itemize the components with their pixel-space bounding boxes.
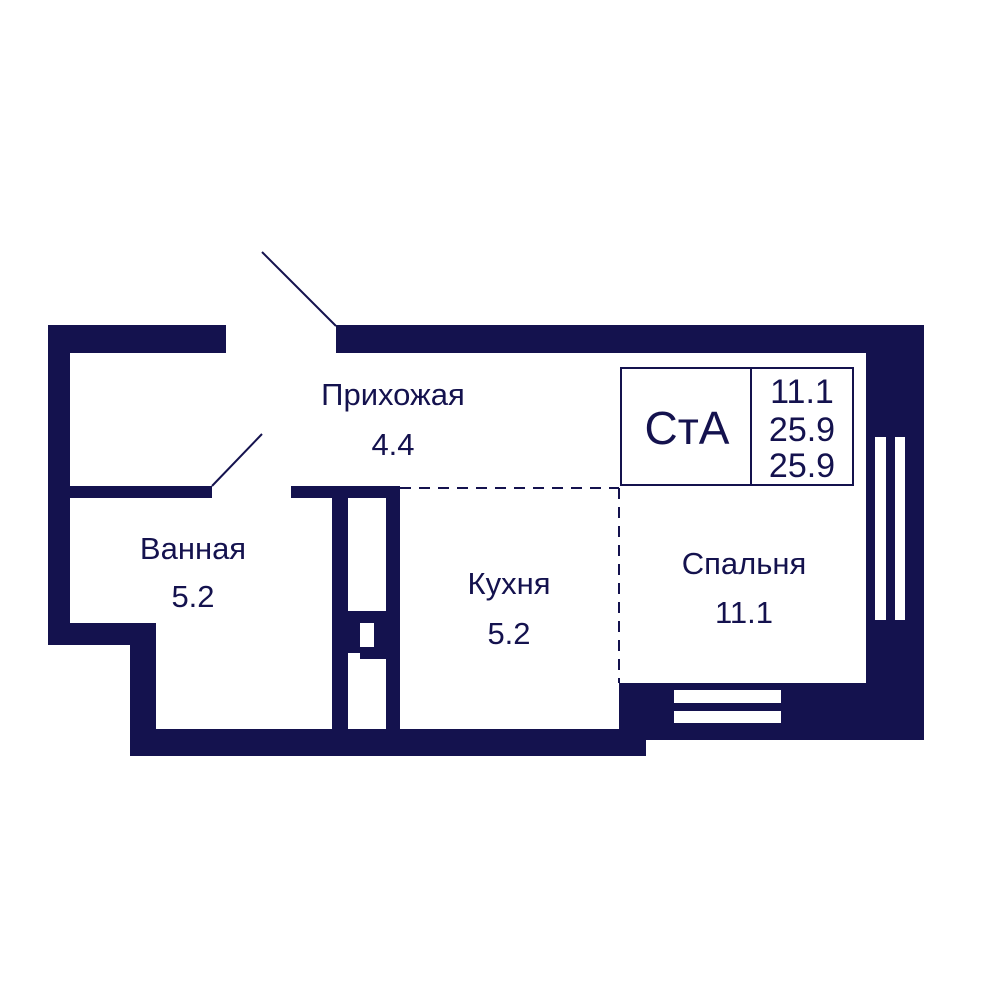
room-name-bedroom: Спальня (682, 546, 807, 581)
room-area-hallway: 4.4 (371, 427, 414, 462)
room-name-bathroom: Ванная (140, 531, 246, 566)
wall-top-left (48, 325, 226, 353)
room-area-bathroom: 5.2 (171, 579, 214, 614)
wall-left-step (48, 623, 156, 645)
badge-frame (620, 367, 854, 486)
badge-total-area-2: 25.9 (769, 447, 835, 485)
badge-living-area: 11.1 (770, 373, 834, 411)
room-name-hallway: Прихожая (321, 377, 465, 412)
window-bottom (674, 683, 781, 740)
wall-bottom-right-under-window (619, 683, 674, 740)
wall-bathroom-top (48, 486, 212, 498)
wall-shaft-block (348, 623, 360, 653)
door-lines (211, 251, 337, 487)
room-labels: Прихожая 4.4 Ванная 5.2 Кухня 5.2 Спальн… (140, 377, 806, 651)
wall-shaft-mid (348, 611, 386, 623)
badge-total-area: 25.9 (769, 411, 835, 449)
wall-shaft-block-3 (374, 623, 386, 659)
wall-top-right (336, 325, 924, 353)
entrance-door-line (261, 251, 337, 327)
zone-dividers (400, 487, 620, 683)
room-area-kitchen: 5.2 (487, 616, 530, 651)
wall-left (48, 325, 70, 645)
bathroom-door-line (211, 433, 263, 487)
window-right (866, 437, 924, 620)
wall-partition-left (332, 486, 348, 742)
apartment-badge: СтА 11.1 25.9 25.9 (620, 367, 854, 486)
walls (48, 325, 924, 756)
room-area-bedroom: 11.1 (715, 595, 773, 630)
badge-code: СтА (645, 402, 730, 454)
wall-right-top (866, 325, 924, 437)
wall-partition-right (386, 486, 400, 742)
wall-right-bottom (866, 620, 924, 740)
room-name-kitchen: Кухня (468, 566, 551, 601)
